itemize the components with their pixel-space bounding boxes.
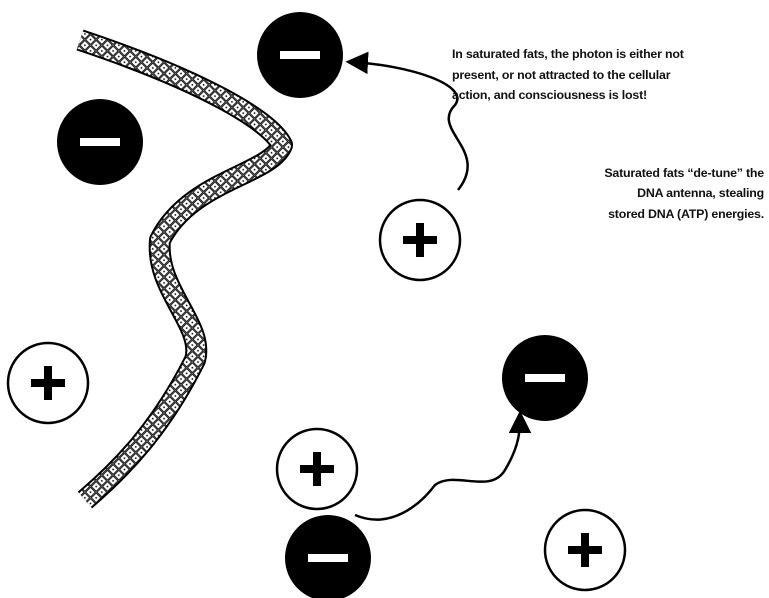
negative-charge-mid-right (502, 335, 588, 421)
positive-charge-bottom-right (543, 508, 627, 592)
caption-right: Saturated fats “de-tune” the DNA antenna… (604, 166, 764, 221)
photon-arrow-lower (354, 410, 532, 521)
caption-top-line-1: In saturated fats, the photon is either … (452, 47, 684, 61)
minus-symbol-icon (80, 138, 120, 146)
negative-charge-bottom-center (285, 515, 371, 598)
caption-top-line-2: present, or not attracted to the cellula… (452, 68, 671, 82)
positive-charge-left (6, 341, 90, 425)
caption-right-line-1: Saturated fats “de-tune” the (604, 166, 764, 180)
caption-right-line-2: DNA antenna, stealing (637, 186, 764, 200)
caption-top: In saturated fats, the photon is either … (452, 47, 684, 102)
positive-charge-bottom-center (275, 427, 359, 511)
minus-symbol-icon (308, 554, 348, 562)
negative-charge-top-center (257, 12, 343, 98)
dna-antenna-strand (76, 29, 293, 509)
caption-right-line-3: stored DNA (ATP) energies. (608, 207, 764, 221)
negative-charge-top-left (57, 99, 143, 185)
caption-top-line-3: action, and consciousness is lost! (452, 88, 647, 102)
minus-symbol-icon (525, 374, 565, 382)
minus-symbol-icon (280, 51, 320, 59)
positive-charge-upper-right (378, 198, 462, 282)
photon-arrow-upper (345, 51, 469, 191)
